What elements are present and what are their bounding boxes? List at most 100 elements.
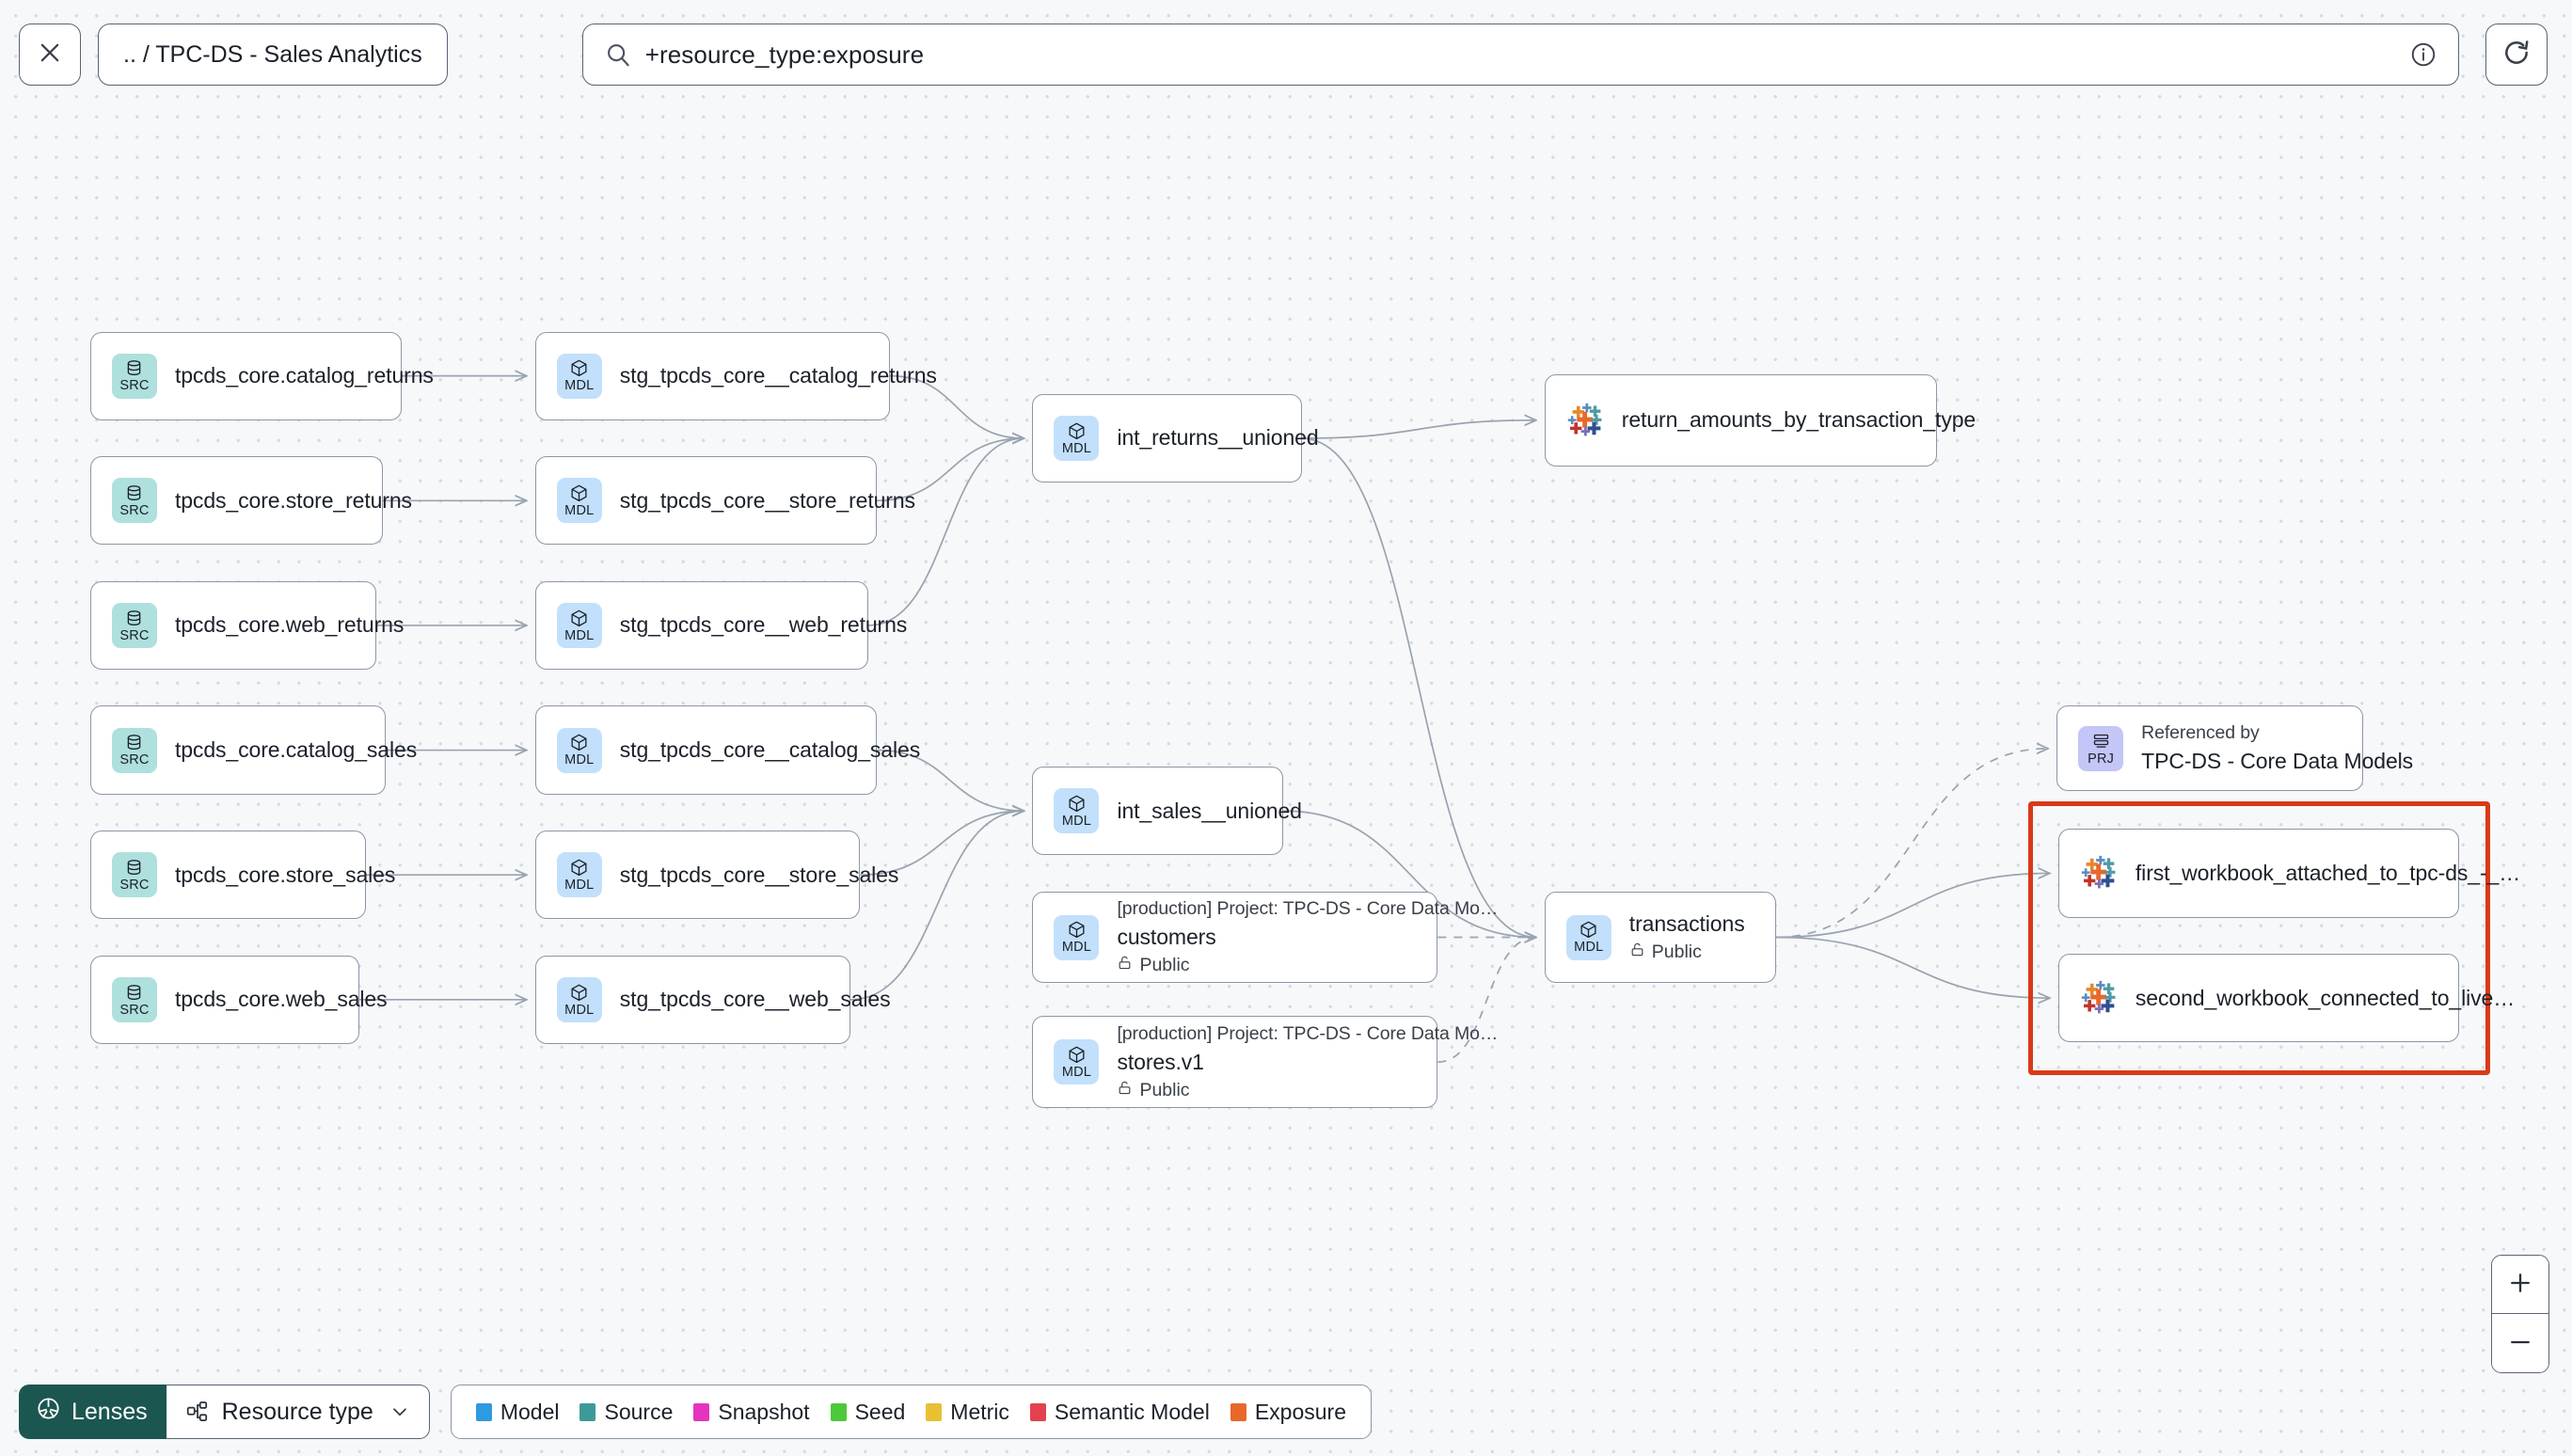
node-label: first_workbook_attached_to_tpc-ds_-_… — [2135, 860, 2521, 885]
badge-label: MDL — [1574, 940, 1604, 956]
resource-type-legend: Model Source Snapshot Seed Metric Semantic Mo… — [450, 1385, 1372, 1439]
badge-label: SRC — [119, 877, 150, 893]
zoom-in-button[interactable] — [2492, 1256, 2548, 1314]
graph-node-first_workbook[interactable]: first_workbook_attached_to_tpc-ds_-_… — [2057, 829, 2521, 918]
graph-node-int_returns_unioned[interactable]: MDL int_returns__unioned — [1032, 393, 1319, 483]
legend-item-exposure[interactable]: Exposure — [1230, 1400, 1346, 1425]
node-body: [production] Project: TPC-DS - Core Data… — [1117, 1022, 1499, 1101]
badge-label: PRJ — [2088, 751, 2115, 767]
node-label: stores.v1 — [1117, 1049, 1204, 1074]
legend-item-metric[interactable]: Metric — [926, 1400, 1009, 1425]
mdl-badge-icon: MDL — [1054, 1039, 1100, 1085]
legend-item-snapshot[interactable]: Snapshot — [693, 1399, 810, 1425]
legend-label: Snapshot — [718, 1399, 810, 1424]
breadcrumb-label: .. / TPC-DS - Sales Analytics — [123, 40, 422, 68]
zoom-out-button[interactable] — [2492, 1314, 2548, 1372]
legend-item-semantic-model[interactable]: Semantic Model — [1029, 1400, 1210, 1425]
node-body: return_amounts_by_transaction_type — [1622, 407, 1976, 433]
mdl-badge-icon: MDL — [1565, 914, 1611, 960]
node-label: stg_tpcds_core__catalog_returns — [619, 363, 937, 388]
node-subtitle: [production] Project: TPC-DS - Core Data… — [1117, 1022, 1499, 1044]
node-label: stg_tpcds_core__web_sales — [619, 987, 891, 1012]
src-badge-icon: SRC — [111, 478, 157, 524]
badge-label: SRC — [119, 1002, 150, 1018]
node-body: first_workbook_attached_to_tpc-ds_-_… — [2135, 860, 2521, 886]
graph-node-src_web_sales[interactable]: SRC tpcds_core.web_sales — [89, 955, 388, 1044]
graph-node-src_store_sales[interactable]: SRC tpcds_core.store_sales — [89, 831, 395, 920]
node-body: tpcds_core.store_sales — [175, 863, 395, 888]
lenses-button[interactable]: Lenses — [19, 1385, 167, 1439]
edge-transactions-to-first_workbook — [1775, 873, 2050, 939]
badge-label: MDL — [1061, 1064, 1092, 1080]
src-badge-icon: SRC — [111, 602, 157, 648]
minus-icon — [2507, 1329, 2533, 1358]
refresh-icon — [2501, 38, 2532, 72]
node-body: stg_tpcds_core__catalog_sales — [620, 737, 920, 763]
badge-label: MDL — [1061, 440, 1092, 456]
visibility-label: Public — [1651, 942, 1702, 962]
graph-node-customers[interactable]: MDL[production] Project: TPC-DS - Core D… — [1032, 891, 1499, 984]
src-badge-icon: SRC — [111, 353, 157, 399]
search-input[interactable]: +resource_type:exposure — [644, 40, 925, 69]
node-body: stg_tpcds_core__store_sales — [620, 863, 899, 888]
mdl-badge-icon: MDL — [556, 852, 602, 898]
node-visibility: Public — [1117, 1080, 1416, 1101]
graph-node-stores_v1[interactable]: MDL [production] Project: TPC-DS - Core D… — [1032, 1016, 1499, 1108]
legend-item-seed[interactable]: Seed — [830, 1400, 905, 1425]
node-label: transactions — [1628, 911, 1745, 936]
graph-node-second_workbook[interactable]: second_workbook_connected_to_live… — [2057, 953, 2515, 1043]
close-button[interactable] — [19, 24, 81, 86]
info-icon[interactable] — [2409, 40, 2437, 69]
lock-open-icon — [1117, 1080, 1133, 1101]
visibility-label: Public — [1139, 955, 1190, 975]
node-label: TPC-DS - Core Data Models — [2141, 749, 2414, 774]
prj-badge-icon: PRJ — [2078, 725, 2124, 771]
badge-label: MDL — [564, 1002, 595, 1018]
badge-label: MDL — [564, 503, 595, 519]
zoom-controls — [2491, 1255, 2549, 1373]
node-body: tpcds_core.web_sales — [175, 987, 388, 1012]
edge-int_returns_unioned-to-return_amounts — [1301, 420, 1536, 439]
badge-label: SRC — [119, 378, 150, 394]
lock-open-icon — [1629, 942, 1645, 963]
edge-transactions-to-second_workbook — [1775, 936, 2050, 999]
lenses-label: Lenses — [71, 1398, 148, 1425]
lock-open-icon — [1117, 955, 1133, 976]
node-body: stg_tpcds_core__web_sales — [619, 987, 891, 1012]
graph-node-return_amounts[interactable]: return_amounts_by_transaction_type — [1544, 373, 1976, 467]
search-bar[interactable]: +resource_type:exposure — [581, 24, 2459, 86]
node-body: int_returns__unioned — [1117, 425, 1318, 451]
graph-node-stg_catalog_returns[interactable]: MDL stg_tpcds_core__catalog_returns — [534, 331, 937, 420]
resource-type-dropdown[interactable]: Resource type — [166, 1385, 430, 1439]
node-subtitle: [production] Project: TPC-DS - Core Data… — [1117, 898, 1499, 919]
badge-label: MDL — [564, 877, 595, 893]
legend-item-model[interactable]: Model — [475, 1400, 559, 1425]
resource-type-label: Resource type — [221, 1398, 373, 1425]
graph-node-stg_web_sales[interactable]: MDL stg_tpcds_core__web_sales — [534, 955, 891, 1044]
legend-label: Source — [604, 1399, 674, 1424]
node-visibility: Public — [1629, 942, 1745, 963]
badge-label: MDL — [564, 378, 595, 394]
legend-label: Metric — [950, 1399, 1009, 1424]
legend-swatch — [1230, 1402, 1246, 1421]
legend-item-source[interactable]: Source — [579, 1400, 673, 1425]
refresh-button[interactable] — [2485, 24, 2548, 86]
badge-label: SRC — [119, 752, 150, 768]
breadcrumb[interactable]: .. / TPC-DS - Sales Analytics — [98, 24, 448, 86]
close-icon — [37, 40, 63, 71]
graph-node-stg_store_sales[interactable]: MDL stg_tpcds_core__store_sales — [534, 831, 899, 920]
node-label: int_sales__unioned — [1117, 798, 1302, 823]
